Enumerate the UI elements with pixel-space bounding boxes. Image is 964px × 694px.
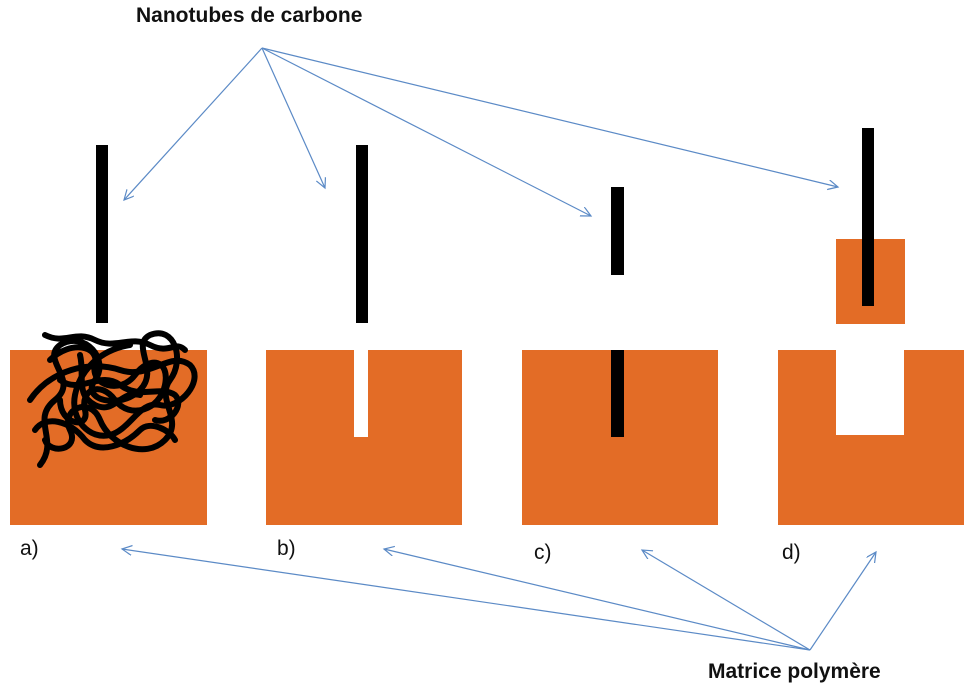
panel-b (266, 145, 462, 525)
arrow-nanotube-b (261, 47, 325, 188)
arrow-matrix-c (642, 550, 811, 651)
panel-d (778, 128, 964, 525)
void-channel-b (354, 350, 368, 437)
arrow-nanotube-a (124, 47, 263, 200)
nanotube-b (356, 145, 368, 323)
arrow-nanotube-c (261, 47, 591, 216)
panel-label-b: b) (277, 537, 296, 560)
arrow-matrix-d (809, 552, 876, 651)
matrix-arrows (122, 549, 876, 651)
arrow-matrix-a (122, 549, 811, 651)
panel-a (10, 145, 207, 525)
arrow-nanotube-d (261, 47, 838, 187)
polymer-matrix-block-d (778, 350, 964, 525)
panel-c (522, 187, 718, 525)
panel-label-a: a) (20, 537, 39, 560)
nanotube-c (611, 187, 624, 275)
nanotube-aggregate (27, 330, 198, 468)
polymer-matrix-label: Matrice polymère (708, 660, 881, 683)
embedded-nanotube-c (611, 350, 624, 437)
panel-label-d: d) (782, 541, 801, 564)
nanotube-arrows (124, 47, 838, 216)
panel-label-c: c) (534, 541, 552, 564)
arrow-matrix-b (384, 549, 811, 651)
nanotubes-label: Nanotubes de carbone (136, 4, 363, 27)
nanotube-d (862, 128, 874, 306)
nanotube-a (96, 145, 108, 323)
